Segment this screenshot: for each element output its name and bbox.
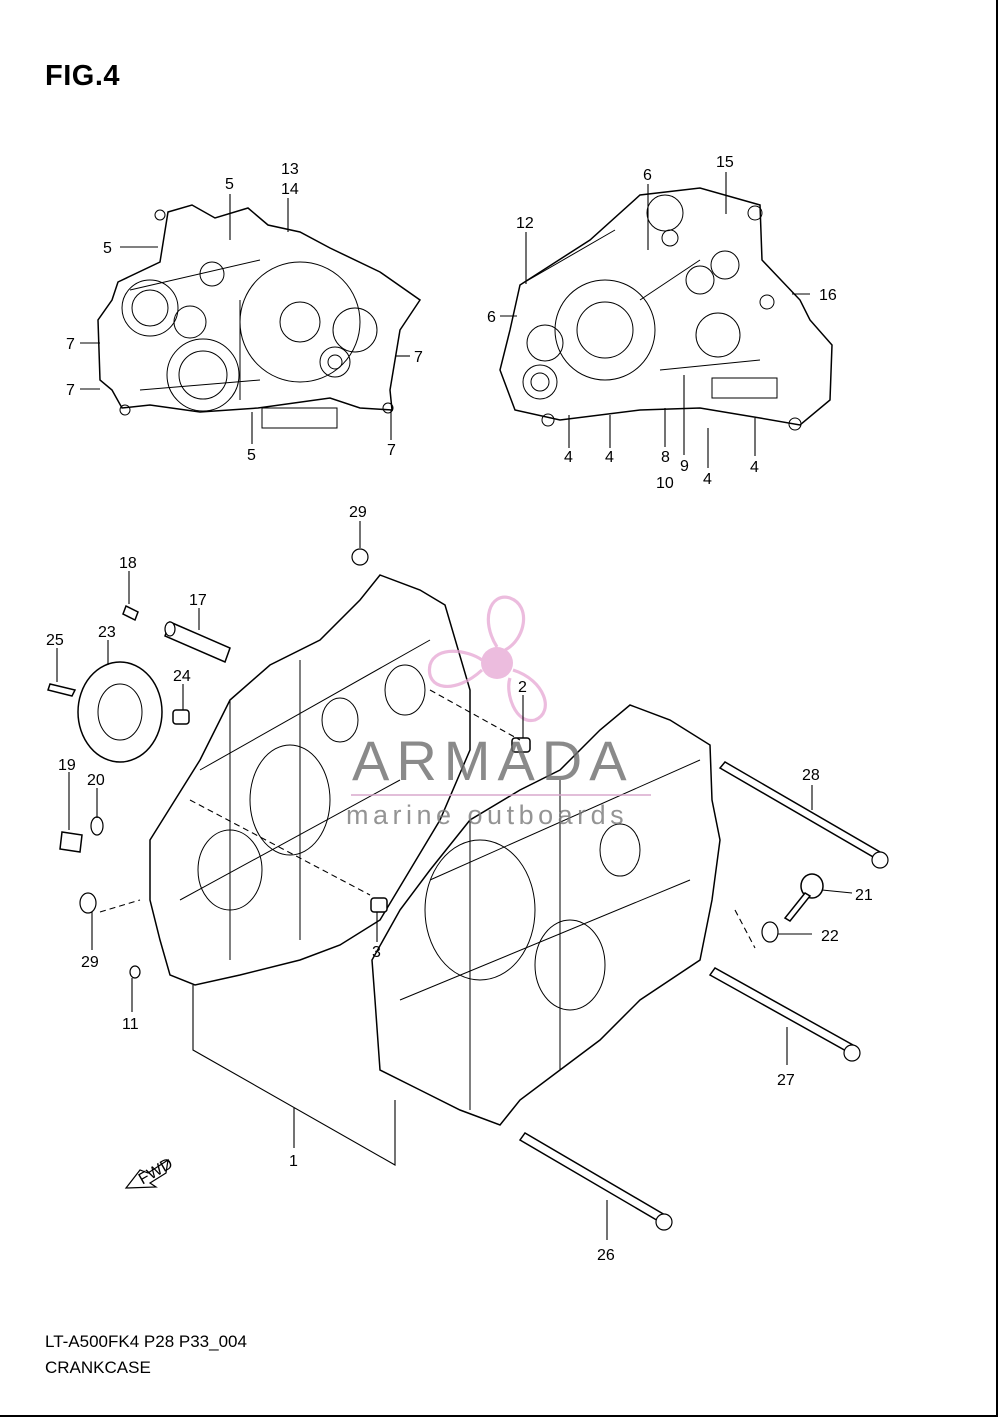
callout-5: 5	[103, 240, 112, 257]
callout-7: 7	[414, 349, 423, 366]
watermark-propeller-logo	[427, 595, 547, 722]
callout-17: 17	[189, 592, 207, 609]
crankcase-left-half	[149, 574, 471, 986]
callout-24: 24	[173, 668, 191, 685]
callout-28: 28	[802, 767, 820, 784]
right-crankcase-half-view	[499, 187, 833, 431]
callout-6: 6	[643, 167, 652, 184]
callout-4: 4	[605, 449, 614, 466]
fwd-label: FWD	[136, 1155, 176, 1188]
callout-25: 25	[46, 632, 64, 649]
callout-26: 26	[597, 1247, 615, 1264]
callout-20: 20	[87, 772, 105, 789]
callout-19: 19	[58, 757, 76, 774]
forward-arrow-icon: FWD	[124, 1155, 176, 1189]
callout-10: 10	[656, 475, 674, 492]
callout-4: 4	[703, 471, 712, 488]
left-crankcase-half-view	[97, 204, 422, 429]
callout-12: 12	[516, 215, 534, 232]
callout-11: 11	[122, 1016, 139, 1033]
callout-5: 5	[247, 447, 256, 464]
callout-27: 27	[777, 1072, 795, 1089]
watermark-divider	[351, 794, 651, 796]
callout-23: 23	[98, 624, 116, 641]
callout-1: 1	[289, 1153, 298, 1170]
callout-7: 7	[66, 336, 75, 353]
small-parts	[47, 548, 889, 1231]
callout-21: 21	[855, 887, 873, 904]
callout-labels: 13 14 5 5 7 7 7 5 7 12 6 15 16 6 4 4 8 1…	[46, 154, 873, 1264]
callout-9: 9	[680, 458, 689, 475]
callout-22: 22	[821, 928, 839, 945]
callout-8: 8	[661, 449, 670, 466]
callout-4: 4	[750, 459, 759, 476]
leader-lines	[56, 172, 853, 1240]
callout-7: 7	[66, 382, 75, 399]
callout-13: 13	[281, 161, 299, 178]
watermark-brand: ARMADA	[352, 729, 634, 792]
callout-6: 6	[487, 309, 496, 326]
callout-7: 7	[387, 442, 396, 459]
callout-3: 3	[372, 944, 381, 961]
diagram-caption: CRANKCASE	[45, 1358, 151, 1377]
callout-4: 4	[564, 449, 573, 466]
callout-15: 15	[716, 154, 734, 171]
callout-29: 29	[349, 504, 367, 521]
callout-14: 14	[281, 181, 299, 198]
watermark-tagline: marine outboards	[346, 800, 629, 830]
callout-29: 29	[81, 954, 99, 971]
callout-18: 18	[119, 555, 137, 572]
model-code: LT-A500FK4 P28 P33_004	[45, 1332, 247, 1351]
callout-5: 5	[225, 176, 234, 193]
callout-16: 16	[819, 287, 837, 304]
crankcase-right-half	[371, 704, 721, 1126]
callout-2: 2	[518, 679, 527, 696]
figure-title: FIG.4	[45, 60, 121, 92]
